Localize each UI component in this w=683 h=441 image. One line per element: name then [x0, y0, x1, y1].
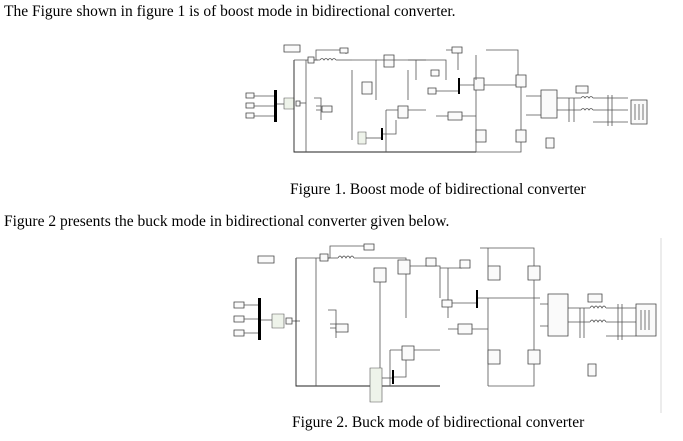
load-block	[576, 86, 588, 93]
inverter-bridge	[548, 294, 568, 336]
source-block	[370, 368, 382, 402]
grid-source-block	[636, 304, 656, 336]
measurement-block	[308, 57, 314, 63]
mux-bar	[458, 78, 460, 94]
switch-block	[528, 350, 540, 364]
display-block	[588, 364, 596, 376]
transformer-block	[458, 324, 472, 334]
capacitor-block	[336, 324, 348, 332]
scope-block	[442, 300, 452, 307]
figure-1-boost-mode-schematic	[236, 40, 656, 160]
switch-block	[516, 75, 526, 87]
mux-bar	[476, 290, 478, 308]
scope-block	[364, 244, 374, 250]
scope-block	[426, 258, 436, 266]
input-port	[246, 93, 254, 98]
battery-block	[272, 314, 284, 328]
small-block	[286, 318, 292, 324]
capacitor-block	[322, 106, 332, 112]
powergui-block	[258, 256, 274, 263]
measurement-block	[320, 254, 328, 261]
switch-block	[398, 260, 410, 274]
small-block	[296, 101, 300, 106]
figure-1-caption: Figure 1. Boost mode of bidirectional co…	[290, 181, 586, 198]
input-port	[246, 103, 254, 108]
mux-bar	[274, 90, 277, 122]
mux-bar	[258, 298, 261, 340]
input-port	[234, 302, 244, 308]
battery-block	[284, 98, 294, 109]
input-port	[234, 330, 244, 336]
switch-block	[398, 106, 408, 118]
paragraph-boost-intro: The Figure shown in figure 1 is of boost…	[4, 3, 456, 20]
mux-bar	[392, 370, 394, 384]
scope-block	[452, 47, 462, 53]
input-port	[234, 316, 244, 322]
switch-block	[402, 346, 414, 360]
input-port	[246, 113, 254, 118]
scope-block	[428, 88, 436, 94]
source-block	[358, 132, 366, 144]
switch-block	[516, 130, 526, 142]
inverter-bridge	[541, 90, 557, 118]
switch-block	[488, 266, 500, 280]
switch-block	[362, 82, 372, 94]
switch-block	[488, 350, 500, 364]
transformer-block	[448, 112, 462, 120]
load-block	[588, 294, 602, 302]
switch-block	[474, 78, 484, 90]
switch-block	[384, 55, 394, 67]
display-block	[546, 138, 554, 148]
switch-block	[476, 130, 486, 142]
scope-block	[460, 260, 470, 268]
scope-block	[340, 48, 348, 53]
paragraph-buck-intro: Figure 2 presents the buck mode in bidir…	[4, 213, 450, 230]
switch-block	[374, 268, 386, 282]
figure-2-buck-mode-schematic	[230, 238, 670, 413]
switch-block	[528, 266, 540, 280]
mux-bar	[381, 128, 383, 140]
figure-2-caption: Figure 2. Buck mode of bidirectional con…	[292, 414, 585, 431]
scope-block	[431, 70, 439, 76]
powergui-block	[284, 45, 300, 52]
